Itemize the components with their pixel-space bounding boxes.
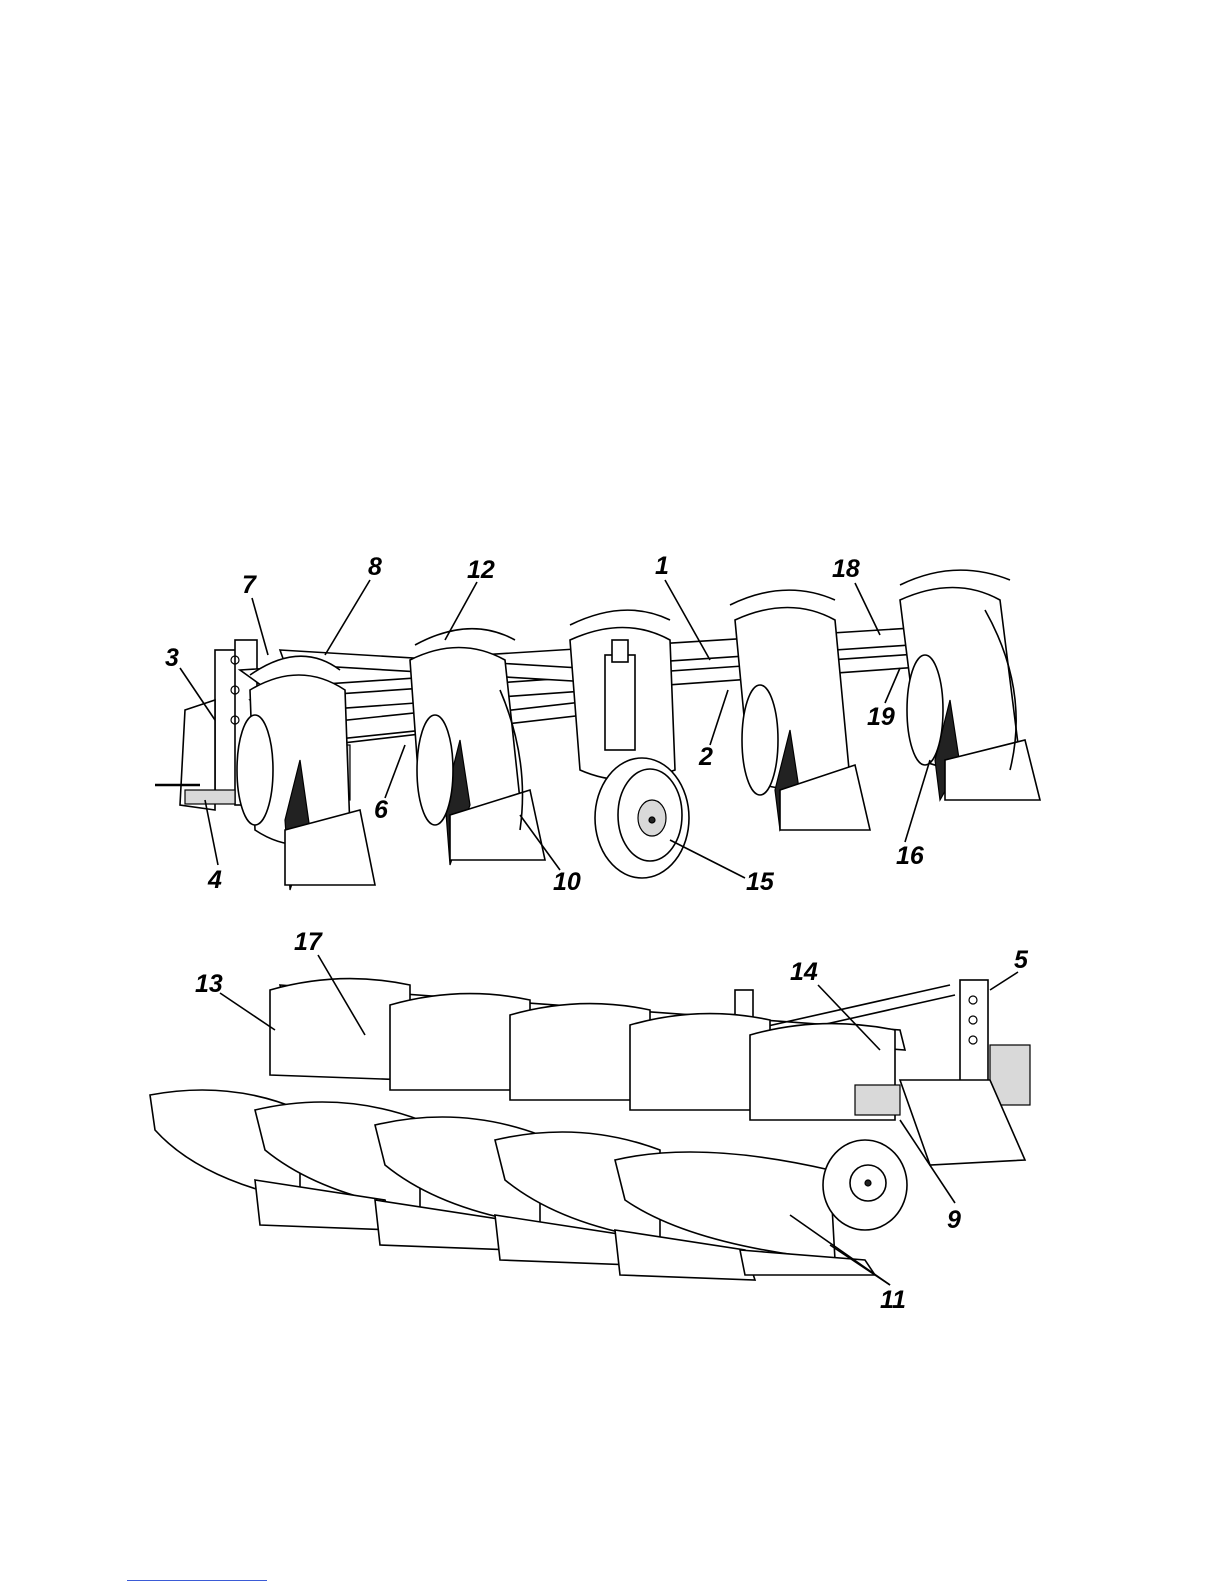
depth-wheel xyxy=(595,758,689,878)
callout-10: 10 xyxy=(553,868,581,896)
top-plough-drawing: 8 12 1 18 7 3 19 2 6 16 4 10 15 xyxy=(155,552,1040,896)
footnote-rule xyxy=(127,1580,267,1581)
callout-9: 9 xyxy=(947,1206,961,1234)
wheel-post xyxy=(605,655,635,750)
callout-15: 15 xyxy=(746,868,775,896)
lower-link-plate xyxy=(185,790,235,804)
callout-1: 1 xyxy=(655,552,669,580)
top-link-rod xyxy=(750,985,950,1030)
callout-4: 4 xyxy=(207,866,222,894)
callout-2: 2 xyxy=(698,743,713,771)
bottom-plough-drawing: 17 13 14 5 9 11 xyxy=(150,928,1030,1314)
plough-body-4 xyxy=(730,590,870,830)
callout-5: 5 xyxy=(1014,946,1029,974)
callout-13: 13 xyxy=(195,970,223,998)
plough-body-1 xyxy=(237,656,375,890)
callout-3: 3 xyxy=(165,644,179,672)
disc-coulter xyxy=(823,1140,907,1230)
callout-11: 11 xyxy=(880,1286,906,1314)
callout-19: 19 xyxy=(867,703,895,731)
callout-7: 7 xyxy=(242,571,257,599)
leg-top-4 xyxy=(630,1014,770,1110)
plough-body-3 xyxy=(570,610,675,780)
callout-16: 16 xyxy=(896,842,925,870)
callout-6: 6 xyxy=(374,796,389,824)
leg-top-2 xyxy=(390,994,530,1090)
plough-body-5 xyxy=(900,570,1040,800)
callout-8: 8 xyxy=(368,553,382,581)
callout-18: 18 xyxy=(832,555,860,583)
coulter-clamp xyxy=(855,1085,900,1115)
callout-12: 12 xyxy=(467,556,495,584)
callout-17: 17 xyxy=(294,928,323,956)
callout-14: 14 xyxy=(790,958,818,986)
leg-top-3 xyxy=(510,1004,650,1100)
